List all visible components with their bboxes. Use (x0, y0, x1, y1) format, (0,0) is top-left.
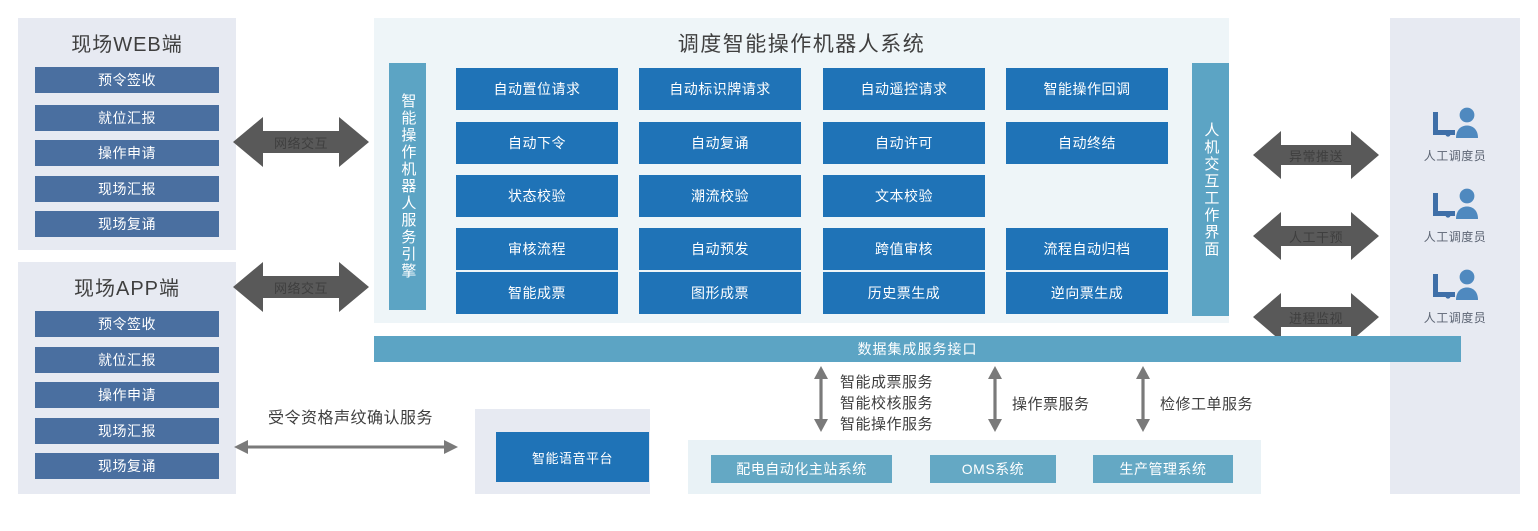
service-arrow-0 (811, 366, 831, 432)
web-client-item-0[interactable]: 预令签收 (35, 67, 219, 93)
operator-1-label: 人工调度员 (1423, 230, 1487, 244)
service-label-1: 操作票服务 (1012, 394, 1132, 416)
hmi-workspace-bar: 人机交互工作界面 (1192, 63, 1229, 316)
app-client-item-3[interactable]: 现场汇报 (35, 418, 219, 444)
operator-0-label: 人工调度员 (1423, 149, 1487, 163)
operators-panel (1390, 18, 1520, 494)
feature-box-r1c1[interactable]: 自动置位请求 (456, 68, 618, 110)
external-system-2[interactable]: 生产管理系统 (1093, 455, 1233, 483)
feature-box-r1c3[interactable]: 自动遥控请求 (823, 68, 985, 110)
operator-desk-icon (1425, 267, 1485, 307)
operator-0: 人工调度员 (1390, 105, 1520, 167)
web-client-item-3[interactable]: 现场汇报 (35, 176, 219, 202)
voice-platform-box[interactable]: 智能语音平台 (496, 432, 649, 482)
feature-box-r2c1[interactable]: 自动下令 (456, 122, 618, 164)
feature-box-r3c3[interactable]: 文本校验 (823, 175, 985, 217)
feature-box-r2c4[interactable]: 自动终结 (1006, 122, 1168, 164)
app-client-item-4[interactable]: 现场复诵 (35, 453, 219, 479)
operator-1: 人工调度员 (1390, 186, 1520, 248)
service-arrow-2 (1133, 366, 1153, 432)
web-client-item-1[interactable]: 就位汇报 (35, 105, 219, 131)
feature-box-r5c3[interactable]: 历史票生成 (823, 272, 985, 314)
network-arrow-web: 网络交互 (233, 113, 369, 171)
voice-link-arrow (234, 438, 458, 456)
service-label-0-line-2: 智能操作服务 (840, 416, 934, 433)
app-client-item-0[interactable]: 预令签收 (35, 311, 219, 337)
operator-2: 人工调度员 (1390, 267, 1520, 329)
operator-arrow-exception: 异常推送 (1253, 128, 1379, 182)
external-system-1[interactable]: OMS系统 (930, 455, 1056, 483)
web-client-item-2[interactable]: 操作申请 (35, 140, 219, 166)
feature-box-r2c2[interactable]: 自动复诵 (639, 122, 801, 164)
service-engine-bar: 智能操作机器人服务引擎 (389, 63, 426, 310)
feature-box-r2c3[interactable]: 自动许可 (823, 122, 985, 164)
service-label-2-line-0: 检修工单服务 (1160, 396, 1254, 413)
app-client-item-1[interactable]: 就位汇报 (35, 347, 219, 373)
feature-box-r4c1[interactable]: 审核流程 (456, 228, 618, 270)
web-client-item-4[interactable]: 现场复诵 (35, 211, 219, 237)
operator-2-label: 人工调度员 (1423, 311, 1487, 325)
service-arrow-1 (985, 366, 1005, 432)
feature-box-r5c1[interactable]: 智能成票 (456, 272, 618, 314)
app-client-item-2[interactable]: 操作申请 (35, 382, 219, 408)
feature-box-r1c2[interactable]: 自动标识牌请求 (639, 68, 801, 110)
network-arrow-app: 网络交互 (233, 258, 369, 316)
feature-box-r4c4[interactable]: 流程自动归档 (1006, 228, 1168, 270)
service-label-0-line-0: 智能成票服务 (840, 374, 934, 391)
feature-box-r5c2[interactable]: 图形成票 (639, 272, 801, 314)
operator-desk-icon (1425, 186, 1485, 226)
feature-box-r4c2[interactable]: 自动预发 (639, 228, 801, 270)
feature-box-r3c1[interactable]: 状态校验 (456, 175, 618, 217)
feature-box-r1c4[interactable]: 智能操作回调 (1006, 68, 1168, 110)
app-client-title: 现场APP端 (73, 277, 181, 300)
robot-system-title: 调度智能操作机器人系统 (677, 33, 926, 56)
feature-box-r4c3[interactable]: 跨值审核 (823, 228, 985, 270)
service-label-2: 检修工单服务 (1160, 394, 1300, 416)
service-label-0: 智能成票服务 智能校核服务 智能操作服务 (840, 372, 980, 438)
external-system-0[interactable]: 配电自动化主站系统 (711, 455, 892, 483)
voice-link-label: 受令资格声纹确认服务 (268, 410, 434, 427)
operator-desk-icon (1425, 105, 1485, 145)
service-label-0-line-1: 智能校核服务 (840, 395, 934, 412)
service-label-1-line-0: 操作票服务 (1012, 396, 1090, 413)
web-client-title: 现场WEB端 (71, 33, 183, 56)
feature-box-r5c4[interactable]: 逆向票生成 (1006, 272, 1168, 314)
data-integration-bus: 数据集成服务接口 (374, 336, 1461, 362)
operator-arrow-intervention: 人工干预 (1253, 209, 1379, 263)
feature-box-r3c2[interactable]: 潮流校验 (639, 175, 801, 217)
